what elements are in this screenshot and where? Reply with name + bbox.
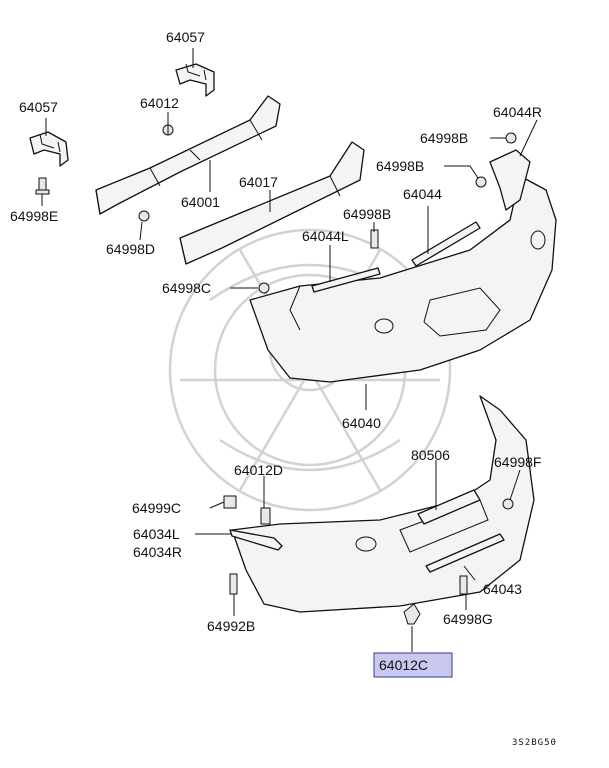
highlight-box bbox=[373, 652, 453, 678]
bracket-64057-top[interactable] bbox=[175, 63, 215, 97]
bolt-64998E[interactable] bbox=[35, 177, 50, 195]
moulding-64044[interactable] bbox=[411, 221, 481, 267]
reinforcement-64001[interactable] bbox=[95, 95, 281, 215]
label-64998B-2[interactable]: 64998B bbox=[376, 158, 424, 174]
label-64017[interactable]: 64017 bbox=[239, 174, 278, 190]
label-64057-top[interactable]: 64057 bbox=[166, 29, 205, 45]
label-64057-left[interactable]: 64057 bbox=[19, 99, 58, 115]
nut-64999C[interactable] bbox=[223, 495, 237, 509]
bracket-64044R[interactable] bbox=[489, 149, 531, 211]
clip-64012C[interactable] bbox=[403, 603, 421, 625]
bolt-64998C[interactable] bbox=[258, 282, 270, 294]
label-64044[interactable]: 64044 bbox=[403, 186, 442, 202]
label-64998F[interactable]: 64998F bbox=[494, 454, 541, 470]
label-64998B-3[interactable]: 64998B bbox=[343, 206, 391, 222]
label-64040[interactable]: 64040 bbox=[342, 415, 381, 431]
leader-lines bbox=[41, 48, 538, 652]
bracket-80506[interactable] bbox=[417, 489, 481, 525]
clip-64012[interactable] bbox=[162, 120, 174, 136]
bolt-64992B[interactable] bbox=[229, 573, 238, 595]
label-64043[interactable]: 64043 bbox=[483, 581, 522, 597]
label-64998C[interactable]: 64998C bbox=[162, 280, 211, 296]
bolt-64998F[interactable] bbox=[502, 498, 514, 510]
label-64012D[interactable]: 64012D bbox=[234, 462, 283, 478]
strip-64043[interactable] bbox=[425, 533, 505, 573]
bumper-64040[interactable] bbox=[249, 175, 557, 383]
label-64998G[interactable]: 64998G bbox=[443, 611, 493, 627]
label-64034L[interactable]: 64034L bbox=[133, 526, 180, 542]
label-80506[interactable]: 80506 bbox=[411, 447, 450, 463]
label-64998E[interactable]: 64998E bbox=[10, 208, 58, 224]
label-64012C[interactable]: 64012C bbox=[379, 657, 428, 673]
bolt-64998B-1[interactable] bbox=[505, 132, 517, 144]
bracket-64034[interactable] bbox=[229, 529, 283, 551]
bolt-64998D[interactable] bbox=[138, 210, 150, 222]
label-64001[interactable]: 64001 bbox=[181, 194, 220, 210]
bolt-64998B-2[interactable] bbox=[475, 176, 487, 188]
label-64012[interactable]: 64012 bbox=[140, 95, 179, 111]
moulding-64044L[interactable] bbox=[311, 267, 381, 293]
absorber-64017[interactable] bbox=[179, 141, 365, 265]
diagram-code: 3S2BG50 bbox=[512, 738, 557, 748]
bolt-64998B-3[interactable] bbox=[370, 229, 379, 249]
label-64998D[interactable]: 64998D bbox=[106, 241, 155, 257]
label-64999C[interactable]: 64999C bbox=[132, 500, 181, 516]
label-64998B-1[interactable]: 64998B bbox=[420, 130, 468, 146]
label-64034R[interactable]: 64034R bbox=[133, 544, 182, 560]
clip-64012D[interactable] bbox=[260, 507, 271, 525]
label-64044L[interactable]: 64044L bbox=[302, 228, 349, 244]
label-64992B[interactable]: 64992B bbox=[207, 618, 255, 634]
part-labels: 64057 64057 64012 64044R 64998B 64998B 6… bbox=[10, 29, 542, 673]
bolt-64998G[interactable] bbox=[459, 575, 468, 595]
bracket-64057-left[interactable] bbox=[29, 131, 69, 167]
label-64044R[interactable]: 64044R bbox=[493, 104, 542, 120]
